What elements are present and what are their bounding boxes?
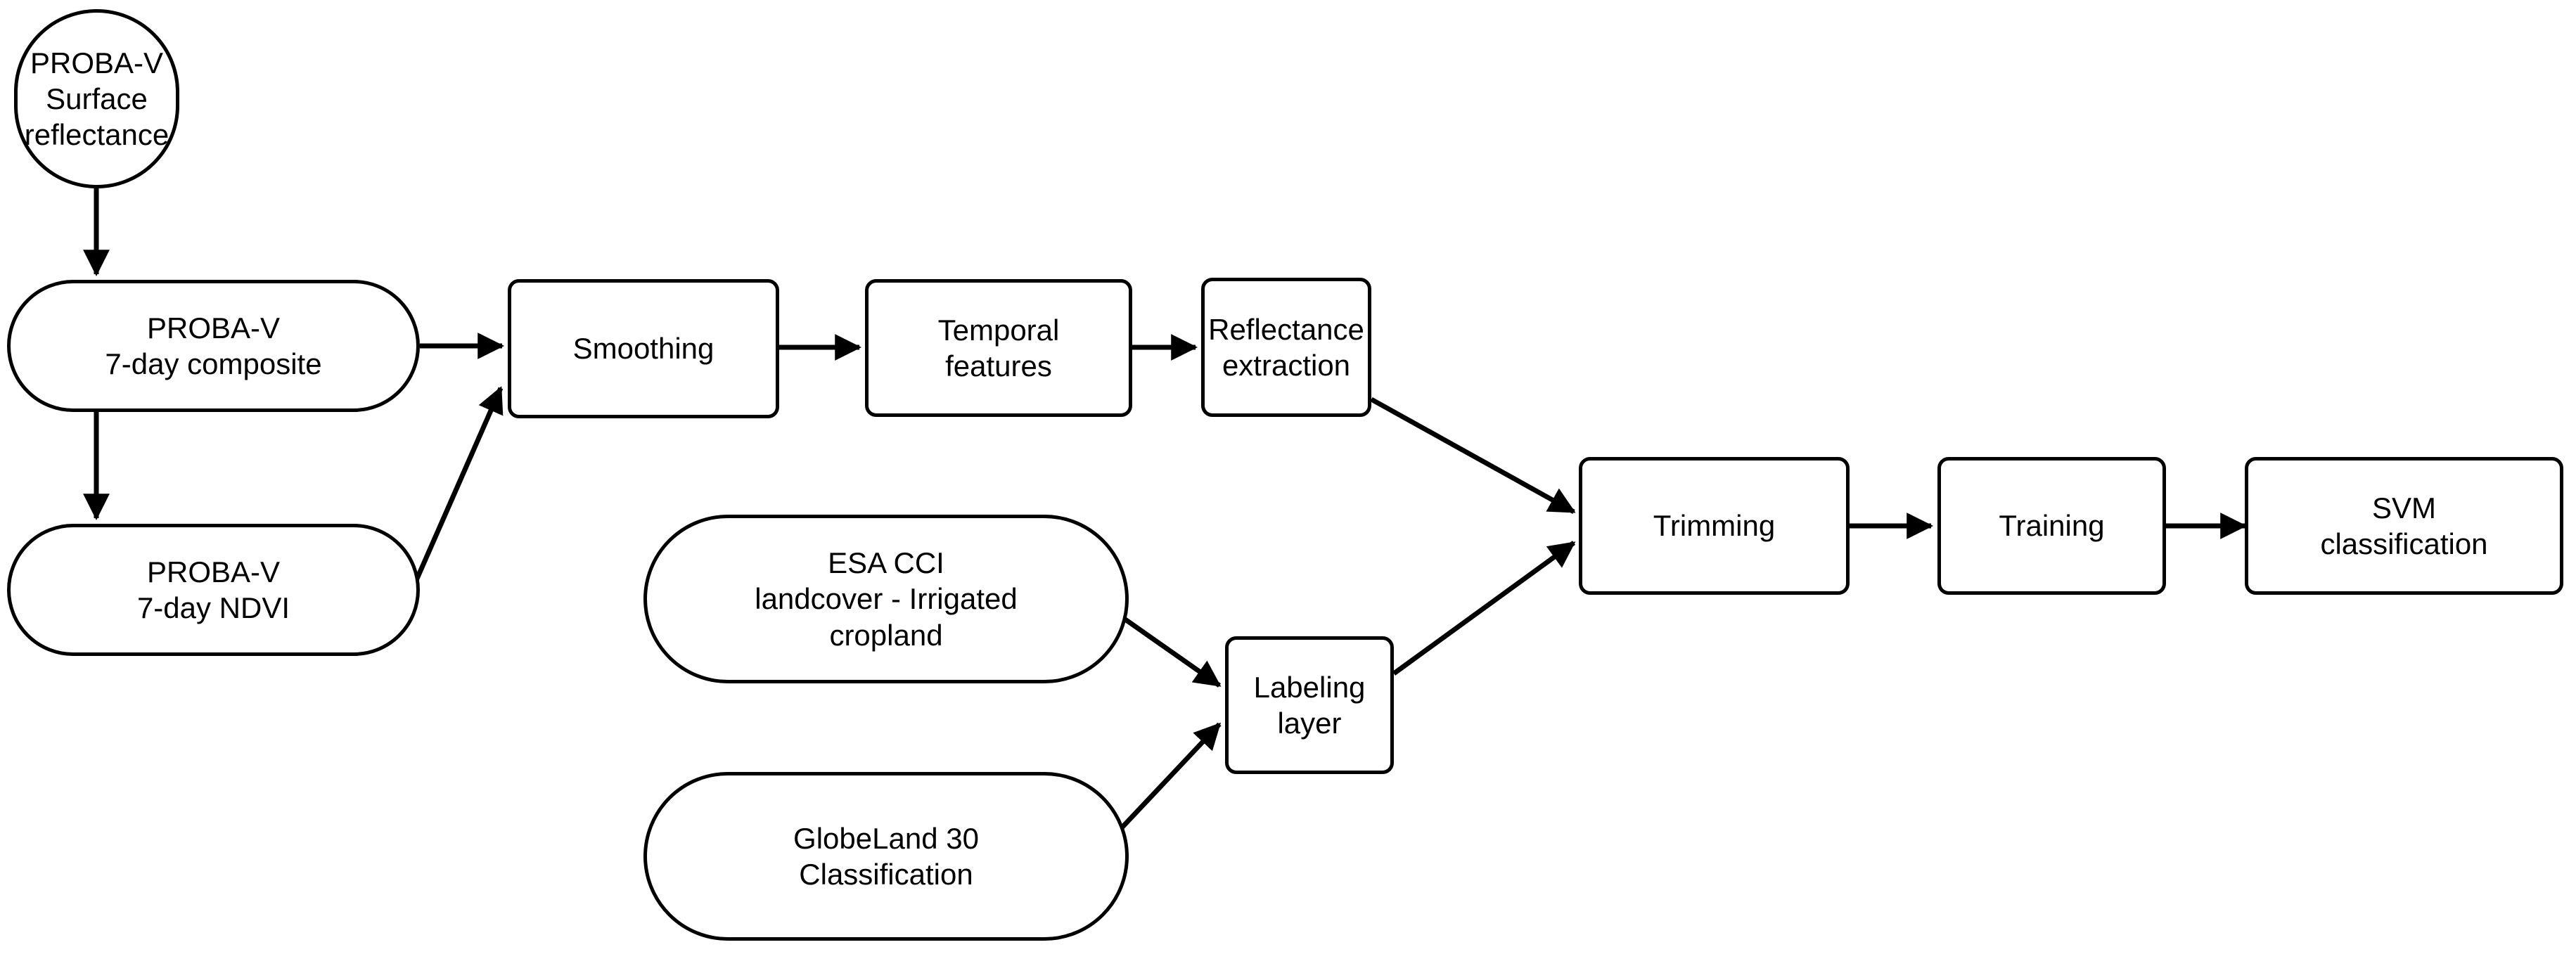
node-trimming[interactable]: Trimming bbox=[1579, 457, 1850, 595]
node-label: Trimming bbox=[1653, 509, 1776, 543]
node-label: Reflectance extraction bbox=[1208, 312, 1364, 382]
node-label: SVM classification bbox=[2320, 491, 2488, 560]
edge-reflectance-extraction-to-trimming bbox=[1370, 397, 1576, 515]
node-globeland-30-classification[interactable]: GlobeLand 30 Classification bbox=[643, 772, 1129, 941]
node-temporal-features[interactable]: Temporal features bbox=[865, 279, 1132, 417]
node-esa-cci-landcover-irrigated-cropland[interactable]: ESA CCI landcover - Irrigated cropland bbox=[643, 515, 1129, 683]
node-label: GlobeLand 30 Classification bbox=[793, 821, 979, 891]
node-smoothing[interactable]: Smoothing bbox=[508, 279, 779, 418]
node-label: PROBA-V 7-day NDVI bbox=[136, 555, 290, 624]
node-label: Training bbox=[1999, 509, 2105, 543]
node-svm-classification[interactable]: SVM classification bbox=[2245, 457, 2563, 595]
edge-labeling-layer-to-trimming bbox=[1392, 541, 1576, 676]
node-proba-v-surface-reflectance[interactable]: PROBA-V Surface reflectance bbox=[14, 9, 179, 188]
node-proba-v-7-day-ndvi[interactable]: PROBA-V 7-day NDVI bbox=[7, 524, 420, 656]
node-label: Labeling layer bbox=[1253, 670, 1366, 740]
node-reflectance-extraction[interactable]: Reflectance extraction bbox=[1201, 278, 1371, 417]
node-label: Smoothing bbox=[572, 332, 715, 366]
node-proba-v-7-day-composite[interactable]: PROBA-V 7-day composite bbox=[7, 280, 420, 412]
node-training[interactable]: Training bbox=[1937, 457, 2166, 595]
node-label: Temporal features bbox=[937, 313, 1060, 382]
node-label: ESA CCI landcover - Irrigated cropland bbox=[755, 546, 1018, 652]
node-label: PROBA-V Surface reflectance bbox=[24, 46, 169, 152]
node-label: PROBA-V 7-day composite bbox=[105, 311, 322, 380]
node-labeling-layer[interactable]: Labeling layer bbox=[1225, 636, 1394, 774]
